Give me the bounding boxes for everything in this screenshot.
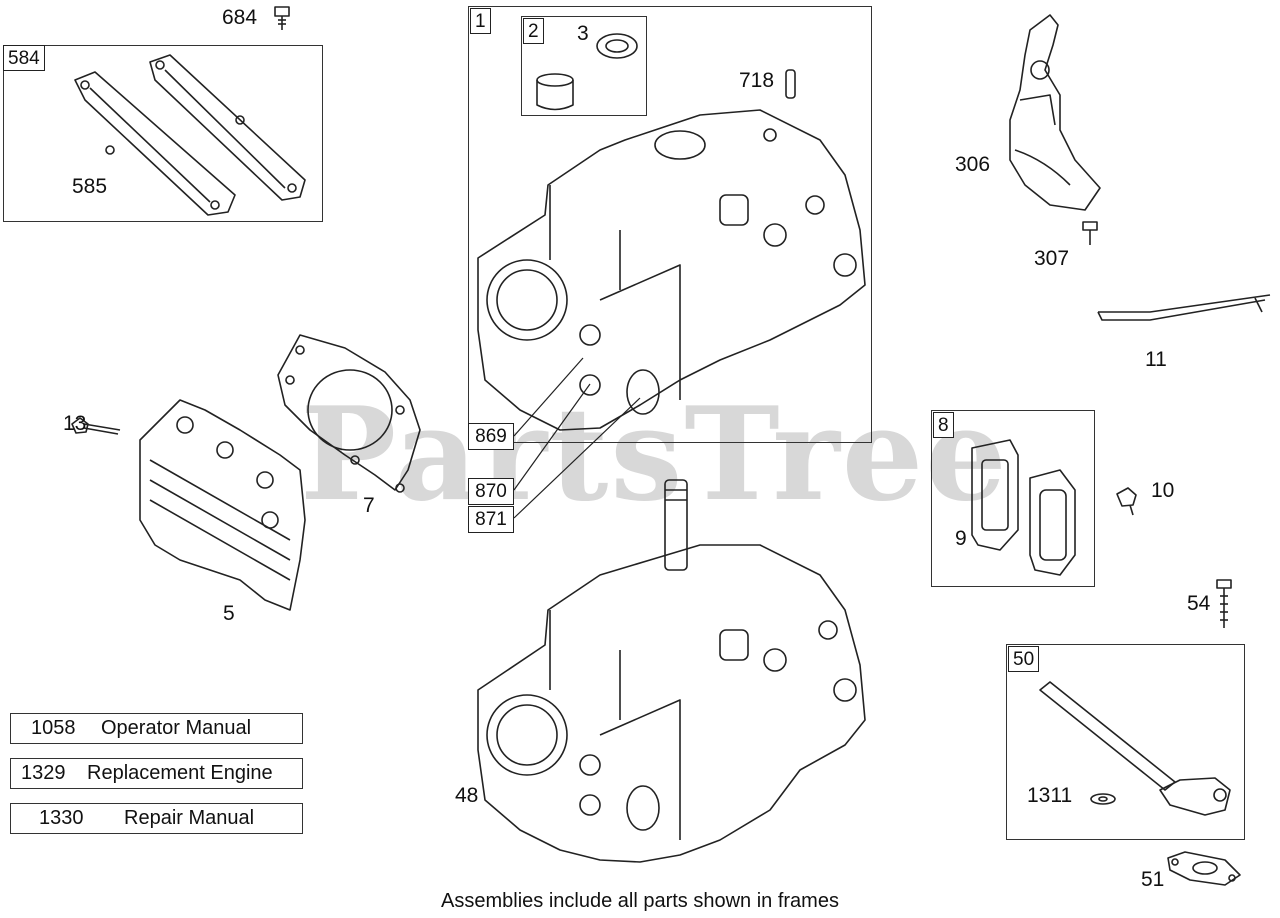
bolt-54-icon (1216, 579, 1232, 628)
manual-number: 1329 (21, 762, 66, 784)
seal-3-icon (596, 33, 638, 59)
manual-1330: 1330 Repair Manual (10, 803, 303, 834)
stacked-label-869: 869 (468, 423, 514, 450)
head-gasket-7-icon (277, 334, 421, 493)
tube-11-icon (1097, 294, 1271, 321)
bolt-307-icon (1082, 221, 1098, 245)
stacked-label-871: 871 (468, 506, 514, 533)
manual-number: 1330 (39, 807, 84, 829)
crankcase-1-icon (477, 109, 866, 431)
breather-cover-icon (1029, 469, 1076, 576)
stacked-label-870: 870 (468, 478, 514, 505)
callout-1311: 1311 (1027, 784, 1073, 807)
callout-718: 718 (739, 69, 775, 92)
callout-307: 307 (1034, 247, 1070, 270)
footer-note: Assemblies include all parts shown in fr… (441, 890, 839, 912)
manual-name: Operator Manual (101, 717, 252, 739)
callout-585: 585 (72, 175, 108, 198)
frame-label-8: 8 (933, 412, 954, 438)
watermark: PartsTree (300, 380, 1009, 530)
callout-3: 3 (577, 22, 589, 45)
manual-name: Repair Manual (124, 807, 255, 829)
callout-7: 7 (363, 494, 375, 517)
gasket-585-icon (74, 54, 306, 216)
washer-1311-icon (1090, 793, 1116, 805)
callout-10: 10 (1151, 479, 1175, 502)
frame-8 (931, 410, 1095, 587)
callout-51: 51 (1141, 868, 1165, 891)
screw-10-icon (1116, 487, 1137, 516)
crankcase-48-icon (477, 479, 866, 863)
gasket-51-icon (1167, 851, 1241, 886)
manual-number: 1058 (31, 717, 76, 739)
callout-48: 48 (455, 784, 479, 807)
callout-54: 54 (1187, 592, 1211, 615)
leader-lines (513, 357, 641, 519)
frame-2 (521, 16, 647, 116)
bolt-684-icon (274, 6, 290, 30)
bolt-13-icon (71, 417, 121, 435)
gasket-9-icon (971, 439, 1019, 551)
frame-50 (1006, 644, 1245, 840)
callout-5: 5 (223, 602, 235, 625)
frame-label-1: 1 (470, 8, 491, 34)
callout-11: 11 (1145, 348, 1167, 371)
cylinder-head-5-icon (139, 399, 306, 611)
shield-306-icon (1009, 14, 1101, 211)
callout-306: 306 (955, 153, 991, 176)
manual-1058: 1058 Operator Manual (10, 713, 303, 744)
bearing-2-icon (536, 73, 574, 111)
frame-label-50: 50 (1008, 646, 1040, 672)
frame-584 (3, 45, 323, 222)
callout-684: 684 (222, 6, 258, 29)
frame-1 (468, 6, 872, 443)
pin-718-icon (785, 69, 796, 99)
callout-9: 9 (955, 527, 967, 550)
callout-13: 13 (63, 412, 87, 435)
tube-50-icon (1039, 681, 1231, 816)
frame-label-2: 2 (523, 18, 544, 44)
frame-label-584: 584 (3, 45, 45, 71)
manual-1329: 1329 Replacement Engine (10, 758, 303, 789)
manual-name: Replacement Engine (87, 762, 273, 784)
